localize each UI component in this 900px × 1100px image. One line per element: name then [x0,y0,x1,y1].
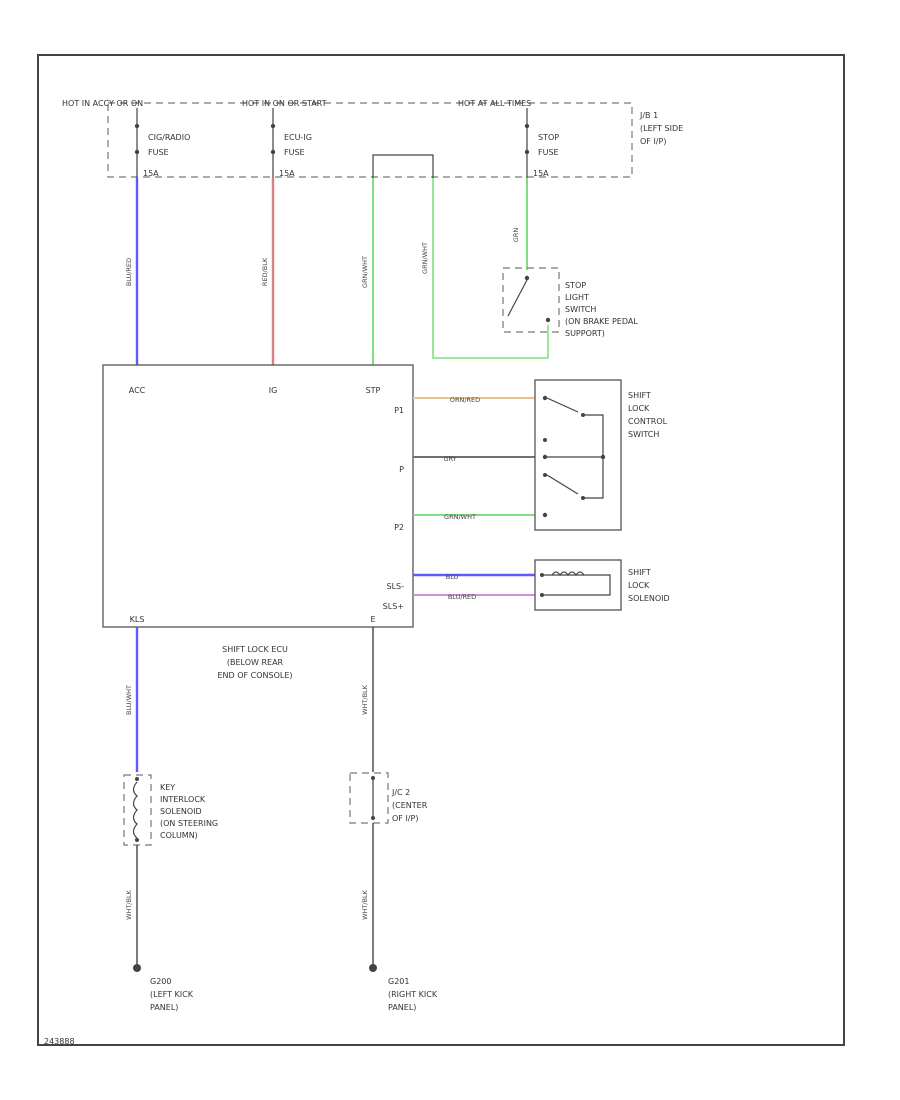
control-switch-label-2: LOCK [628,404,650,413]
fuse-stop-amps: 15A [533,169,549,178]
stop-switch-label-2: LIGHT [565,293,589,302]
key-interlock-label-5: COLUMN) [160,831,198,840]
diagram-frame [37,54,845,1046]
solenoid-label-2: LOCK [628,581,650,590]
hot-label-all-times: HOT AT ALL TIMES [458,99,531,108]
control-switch-label-4: SWITCH [628,430,659,439]
key-interlock-label-1: KEY [160,783,175,792]
ecu-label-2: (BELOW REAR [227,658,284,667]
ground-g201-icon [369,964,377,972]
wire-label-sls-plus: BLU/RED [448,593,476,601]
ecu-pin-stp: STP [366,386,381,395]
shift-lock-control-switch-box [534,379,622,531]
ecu-pin-kls: KLS [130,615,145,624]
wire-label-acc: BLU/RED [125,258,133,286]
ecu-pin-acc: ACC [129,386,146,395]
diagram-id: 243888 [44,1037,75,1046]
stop-switch-label-4: (ON BRAKE PEDAL [565,317,638,326]
ecu-pin-e: E [370,615,375,624]
fuse-ecu-line2: FUSE [284,148,305,157]
wire-label-p: GRY [443,455,456,463]
ecu-pin-ig: IG [269,386,278,395]
jb-label-1: J/B 1 [639,111,658,120]
wire-label-p1: ORN/RED [450,396,480,404]
fuse-ecu-name: ECU-IG [284,133,312,142]
wire-label-jc-ground: WHT/BLK [361,889,369,920]
jc2-label-1: J/C 2 [391,788,410,797]
wire-label-sls-minus: BLU [446,573,459,581]
stop-switch-label-1: STOP [565,281,586,290]
stop-switch-label-3: SWITCH [565,305,596,314]
ground-g200-icon [133,964,141,972]
jc2-outline [349,772,389,824]
ground-right-label-3: PANEL) [388,1003,416,1012]
stop-switch-label-5: SUPPORT) [565,329,605,338]
ground-left-label-2: (LEFT KICK [150,990,194,999]
key-interlock-label-4: (ON STEERING [160,819,218,828]
control-switch-label-3: CONTROL [628,417,668,426]
wire-label-stop-feed: GRN [512,228,520,243]
fuse-cig-amps: 15A [143,169,159,178]
ecu-label-3: END OF CONSOLE) [217,671,292,680]
ecu-pin-p2: P2 [394,523,404,532]
stop-light-switch-outline [502,267,560,333]
ecu-pin-p: P [399,465,404,474]
ecu-pin-sls-minus: SLS- [387,582,405,591]
fuse-stop-line2: FUSE [538,148,559,157]
wire-label-kls-ground: WHT/BLK [125,889,133,920]
fuse-ecu-amps: 15A [279,169,295,178]
ecu-pin-sls-plus: SLS+ [383,602,404,611]
wire-label-stp-1: GRN/WHT [361,256,369,288]
wire-label-p2: GRN/WHT [444,513,476,521]
shift-lock-solenoid-box [534,559,622,611]
key-interlock-label-2: INTERLOCK [160,795,206,804]
jc2-label-3: OF I/P) [392,814,418,823]
wire-label-stp-2: GRN/WHT [421,242,429,274]
wire-label-kls: BLU/WHT [125,685,133,715]
ecu-pin-p1: P1 [394,406,404,415]
ground-right-label-2: (RIGHT KICK [388,990,438,999]
ground-left-label-3: PANEL) [150,1003,178,1012]
ground-left-label-1: G200 [150,977,171,986]
jc2-label-2: (CENTER [392,801,428,810]
jb-label-2: (LEFT SIDE [640,124,683,133]
fuse-cig-line2: FUSE [148,148,169,157]
fuse-stop-name: STOP [538,133,559,142]
ecu-label-1: SHIFT LOCK ECU [222,645,288,654]
solenoid-label-3: SOLENOID [628,594,670,603]
fuse-cig-name: CIG/RADIO [148,133,190,142]
shift-lock-ecu-box [102,364,414,628]
ground-right-label-1: G201 [388,977,409,986]
jb-label-3: OF I/P) [640,137,666,146]
hot-label-acc: HOT IN ACCY OR ON [62,99,143,108]
fuse-box-outline [107,102,633,178]
hot-label-on: HOT IN ON OR START [242,99,327,108]
key-interlock-label-3: SOLENOID [160,807,202,816]
wire-label-ecu-ground: WHT/BLK [361,684,369,715]
control-switch-label-1: SHIFT [628,391,651,400]
wire-stp-return [432,178,549,359]
solenoid-label-1: SHIFT [628,568,651,577]
wire-label-ig: RED/BLK [261,257,269,286]
